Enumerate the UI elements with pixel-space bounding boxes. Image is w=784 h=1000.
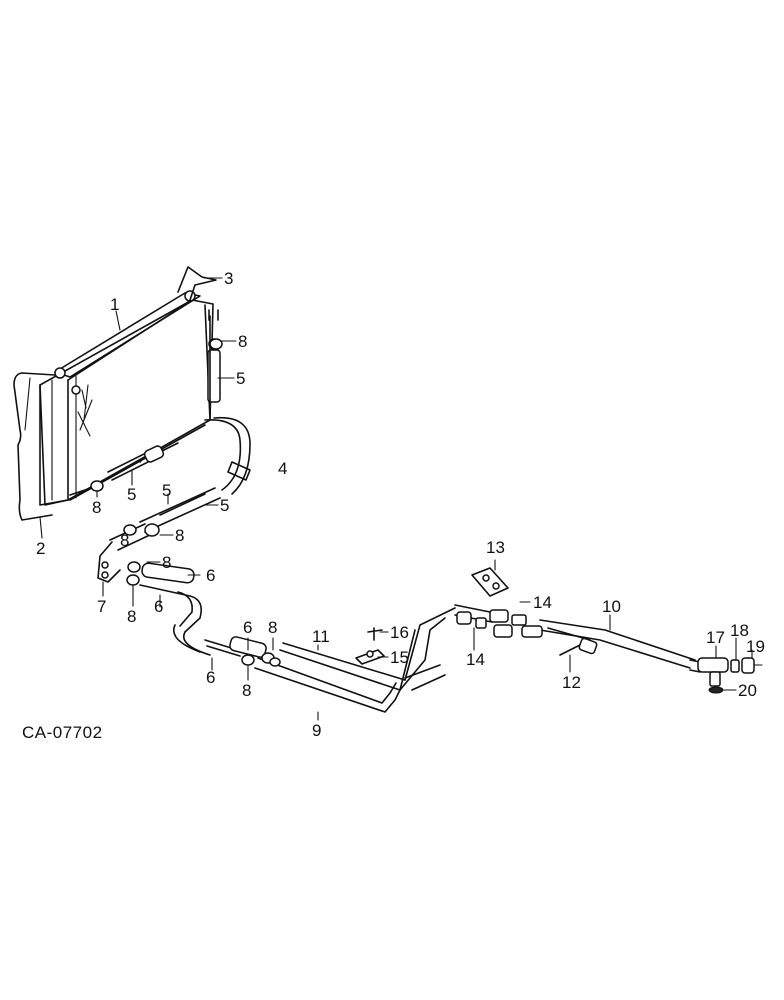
callout-20: 20 [738,681,757,700]
callout-10: 10 [602,597,621,616]
callout-14-b: 14 [466,650,485,669]
callout-17: 17 [706,628,725,647]
callout-5-a: 5 [236,369,245,388]
callout-2: 2 [36,539,45,558]
fitting-18 [730,659,740,673]
callout-8-a: 8 [238,332,247,351]
fitting-19 [741,657,763,674]
callout-5-d: 5 [220,496,229,515]
tube-11 [279,607,456,691]
drawing-code: CA-07702 [22,723,103,742]
callout-13: 13 [486,538,505,557]
callout-12: 12 [562,673,581,692]
elbow-bracket [97,523,153,583]
hose-6-mid [139,584,211,656]
callout-7: 7 [97,597,106,616]
callout-11: 11 [312,627,330,646]
callout-5-c: 5 [162,481,171,500]
callout-8-h: 8 [242,681,251,700]
support-rod [13,372,56,521]
callout-15: 15 [390,648,409,667]
callout-6-a: 6 [206,566,215,585]
callout-8-f: 8 [127,607,136,626]
callout-14-a: 14 [533,593,552,612]
callout-5-b: 5 [127,485,136,504]
line-4 [204,416,251,495]
clamp-13 [471,567,509,597]
callout-6-d: 6 [206,668,215,687]
callout-labels: 1 2 3 4 5 5 5 5 6 6 6 6 6 7 8 8 8 8 8 8 … [36,269,765,740]
callout-8-d: 8 [175,526,184,545]
fittings-14 [456,609,543,638]
clip-15 [355,649,385,665]
callout-6-c: 6 [243,618,252,637]
callout-19: 19 [746,637,765,656]
callout-9: 9 [312,721,321,740]
callout-1: 1 [110,295,119,314]
hose-5-middle [107,442,179,481]
washer-20 [708,686,724,694]
hose-5-upper [207,309,221,403]
callout-4: 4 [278,459,287,478]
callout-16: 16 [390,623,409,642]
callout-8-b: 8 [92,498,101,517]
callout-8-g: 8 [268,618,277,637]
callout-18: 18 [730,621,749,640]
tube-9 [254,617,446,713]
leader-lines [39,277,753,721]
callout-6-b: 6 [154,597,163,616]
callout-8-e: 8 [162,553,171,572]
hose-6-lower [204,636,267,658]
tee-fitting-17 [689,657,729,687]
bolt-16 [367,627,383,641]
callout-3: 3 [224,269,233,288]
hose-6-upper [141,562,195,584]
callout-8-c: 8 [120,531,129,550]
